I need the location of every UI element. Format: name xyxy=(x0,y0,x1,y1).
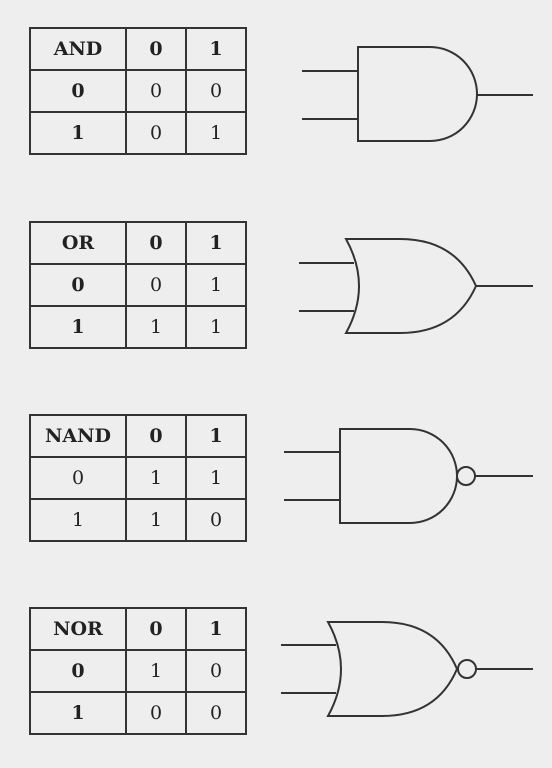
table-cell: 0 xyxy=(125,263,187,307)
row-header: 1 xyxy=(29,498,127,542)
or-truth-table: OR 0 1 0 0 1 1 1 1 xyxy=(29,221,247,349)
column-header: 0 xyxy=(125,607,187,651)
column-header: 1 xyxy=(185,27,247,71)
column-header: 0 xyxy=(125,221,187,265)
table-cell: 1 xyxy=(185,305,247,349)
nor-truth-table: NOR 0 1 0 1 0 1 0 0 xyxy=(29,607,247,735)
row-header: 1 xyxy=(29,111,127,155)
table-row: 0 0 0 xyxy=(29,69,247,113)
row-header: 0 xyxy=(29,69,127,113)
row-header: 0 xyxy=(29,649,127,693)
table-row: 0 1 0 xyxy=(29,649,247,693)
or-gate-symbol xyxy=(299,238,533,334)
table-cell: 1 xyxy=(125,498,187,542)
table-cell: 0 xyxy=(125,111,187,155)
nor-gate-body xyxy=(326,621,459,717)
table-cell: 0 xyxy=(125,691,187,735)
table-cell: 1 xyxy=(125,649,187,693)
table-row: 1 1 0 xyxy=(29,498,247,542)
table-cell: 0 xyxy=(125,69,187,113)
table-corner-label: AND xyxy=(29,27,127,71)
table-cell: 0 xyxy=(185,691,247,735)
table-cell: 1 xyxy=(125,305,187,349)
row-header: 1 xyxy=(29,691,127,735)
table-cell: 1 xyxy=(185,456,247,500)
column-header: 0 xyxy=(125,27,187,71)
and-gate-body xyxy=(357,46,478,142)
table-row: 1 1 1 xyxy=(29,305,247,349)
table-row: 0 1 1 xyxy=(29,456,247,500)
table-header-row: NAND 0 1 xyxy=(29,414,247,458)
table-corner-label: NAND xyxy=(29,414,127,458)
nand-gate-symbol xyxy=(284,428,533,524)
table-row: 1 0 1 xyxy=(29,111,247,155)
row-header: 0 xyxy=(29,263,127,307)
and-gate-symbol xyxy=(302,46,533,142)
inversion-bubble-icon xyxy=(457,659,477,679)
table-corner-label: NOR xyxy=(29,607,127,651)
table-cell: 0 xyxy=(185,69,247,113)
table-header-row: AND 0 1 xyxy=(29,27,247,71)
row-header: 0 xyxy=(29,456,127,500)
row-header: 1 xyxy=(29,305,127,349)
column-header: 1 xyxy=(185,414,247,458)
and-truth-table: AND 0 1 0 0 0 1 0 1 xyxy=(29,27,247,155)
column-header: 0 xyxy=(125,414,187,458)
table-corner-label: OR xyxy=(29,221,127,265)
nor-gate-symbol xyxy=(281,621,533,717)
or-gate-body xyxy=(344,238,478,334)
column-header: 1 xyxy=(185,607,247,651)
table-row: 0 0 1 xyxy=(29,263,247,307)
column-header: 1 xyxy=(185,221,247,265)
table-header-row: OR 0 1 xyxy=(29,221,247,265)
nand-gate-body xyxy=(339,428,458,524)
inversion-bubble-icon xyxy=(456,466,476,486)
table-cell: 1 xyxy=(125,456,187,500)
nand-truth-table: NAND 0 1 0 1 1 1 1 0 xyxy=(29,414,247,542)
table-cell: 0 xyxy=(185,498,247,542)
table-cell: 1 xyxy=(185,263,247,307)
table-cell: 0 xyxy=(185,649,247,693)
table-cell: 1 xyxy=(185,111,247,155)
table-row: 1 0 0 xyxy=(29,691,247,735)
table-header-row: NOR 0 1 xyxy=(29,607,247,651)
